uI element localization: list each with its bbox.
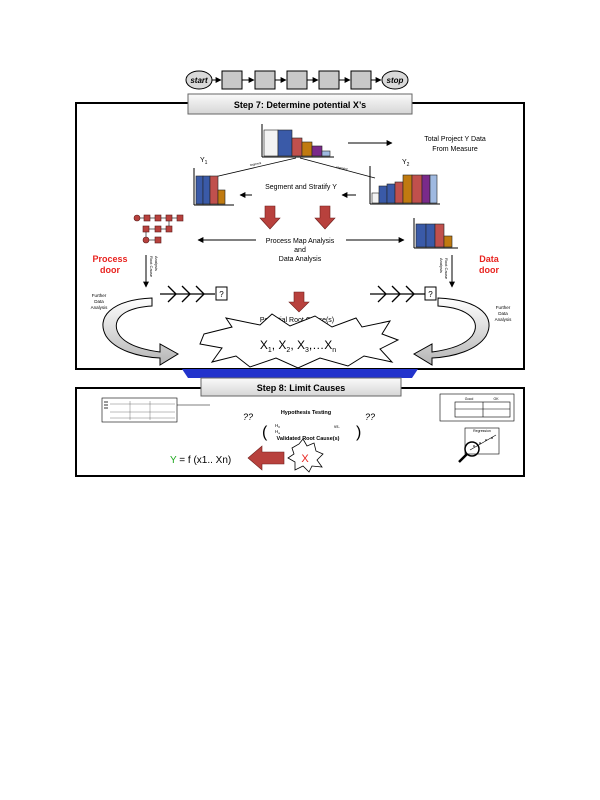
fishbone-left-question-box — [215, 286, 228, 301]
flow-step-box — [254, 70, 276, 90]
magnifier-icon — [464, 441, 480, 457]
step8-header: Step 8: Limit Causes — [257, 383, 346, 393]
y2-label: Y2 — [402, 159, 410, 168]
process-map-line1: Process Map Analysis — [266, 238, 335, 245]
total-data-histogram — [261, 124, 334, 158]
step7-header: Step 7: Determine potential X’s — [234, 100, 366, 110]
root-cause-left-line1: Root Cause — [149, 256, 154, 278]
step7-banner — [187, 93, 413, 115]
further-left-line2: Data — [94, 299, 104, 304]
question-mark-left: ? — [219, 290, 224, 299]
root-cause-right-line1: Root Cause — [444, 258, 449, 280]
total-data-label-line2: From Measure — [432, 146, 478, 153]
further-right-line3: Analysis — [495, 317, 513, 322]
validated-root-cause: Validated Root Cause(s) — [277, 436, 340, 442]
question-marks-right: ?? — [365, 412, 375, 422]
ha-label: Ha — [275, 429, 280, 435]
fishbone-right-question-box — [424, 286, 437, 301]
contingency-table-thumbnail: Good OK — [439, 393, 515, 422]
process-door-line1: Process — [92, 254, 127, 264]
red-left-arrow — [247, 445, 285, 471]
y2-histogram — [369, 166, 440, 205]
flow-step-box — [318, 70, 340, 90]
process-map-line2: and — [294, 247, 306, 254]
connector-band — [182, 369, 418, 378]
red-down-arrow — [314, 205, 336, 230]
further-right-line2: Data — [498, 311, 508, 316]
question-marks-left: ?? — [243, 412, 253, 422]
table-header-1: Good — [465, 397, 474, 401]
table-header-2: OK — [493, 397, 499, 401]
vs-label: vs. — [334, 424, 340, 429]
x-list: X1, X2, X3,…Xn — [260, 338, 336, 354]
stop-oval — [381, 70, 409, 90]
hypothesis-testing-label: Hypothesis Testing — [281, 410, 331, 416]
fishbone-right — [370, 285, 425, 303]
potential-x-starburst — [199, 313, 400, 369]
question-mark-right: ? — [428, 290, 433, 299]
flow-step-box — [286, 70, 308, 90]
validated-x-starburst — [287, 438, 324, 473]
y1-histogram — [193, 168, 234, 206]
segment-small-right: segment — [336, 165, 348, 171]
data-table-thumbnail — [101, 397, 178, 423]
fishbone-left — [160, 285, 215, 303]
root-cause-right-line2: Analysis — [439, 258, 444, 273]
segment-stratify-label: Segment and Stratify Y — [265, 184, 337, 191]
validated-x-mark: X — [301, 453, 309, 465]
root-cause-left-line2: Analysis — [154, 256, 159, 271]
right-curl-arrow — [413, 297, 490, 366]
start-label: start — [190, 76, 208, 85]
process-door-line2: door — [100, 265, 120, 275]
step8-banner — [200, 377, 402, 397]
regression-icon: Regression — [458, 427, 500, 463]
y1-label: Y1 — [200, 157, 208, 166]
h0-label: H0 — [275, 423, 280, 429]
red-down-arrow — [288, 291, 310, 313]
data-analysis-histogram — [413, 218, 458, 249]
further-left-line3: Analysis — [91, 305, 109, 310]
process-map-connectors — [140, 217, 177, 241]
segment-small-left: segment — [249, 161, 261, 167]
data-door-line1: Data — [479, 254, 500, 264]
data-door-line2: door — [479, 265, 499, 275]
bracket-right: ) — [356, 424, 361, 441]
stop-label: stop — [387, 76, 404, 85]
total-data-label-line1: Total Project Y Data — [424, 136, 486, 143]
further-right-line1: Further — [496, 305, 511, 310]
bracket-left: ( — [262, 424, 268, 441]
further-left-line1: Further — [92, 293, 107, 298]
regression-label: Regression — [473, 429, 491, 433]
red-down-arrow — [259, 205, 281, 230]
equation: Y = f (x1.. Xn) — [170, 455, 231, 466]
process-map-line3: Data Analysis — [279, 256, 322, 263]
process-flow: start stop — [185, 70, 409, 90]
flow-step-box — [221, 70, 243, 90]
flow-step-box — [350, 70, 372, 90]
potential-root-cause: Potential Root Cause(s) — [260, 317, 334, 324]
left-curl-arrow — [102, 297, 179, 366]
